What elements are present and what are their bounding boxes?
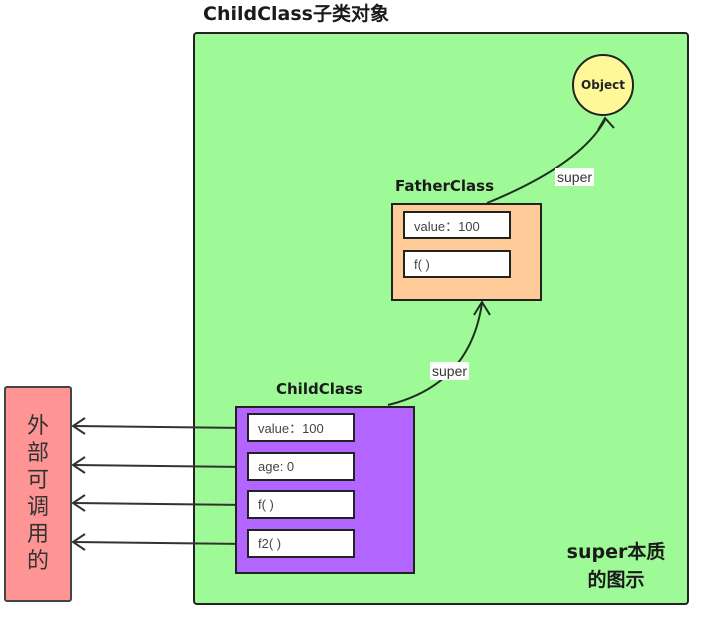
child-method-f2: f2( ) (247, 529, 355, 558)
super-arrow-father-object (486, 119, 606, 204)
super-label-child-father: super (430, 362, 470, 380)
arrowhead-external (71, 456, 86, 474)
external-callable-box: 外 部 可 调 用 的 (4, 386, 72, 602)
external-arrow (73, 541, 248, 545)
external-char: 的 (26, 549, 49, 574)
external-arrow (73, 502, 248, 506)
external-char: 可 (26, 468, 49, 493)
child-field-value: value：100 (247, 413, 355, 442)
external-arrow (73, 464, 248, 468)
object-label: Object (581, 78, 625, 92)
father-class-title: FatherClass (395, 177, 495, 195)
external-arrows (71, 417, 248, 551)
caption-line-1: super本质 (566, 541, 666, 563)
caption-line-2: 的图示 (587, 569, 645, 591)
child-class-title: ChildClass (276, 380, 363, 398)
super-arrow-child-father (387, 302, 483, 406)
external-char: 部 (26, 441, 49, 466)
outer-title: ChildClass子类对象 (203, 3, 389, 25)
external-char: 用 (26, 522, 49, 547)
external-char: 调 (26, 495, 49, 520)
father-method-f: f( ) (403, 250, 511, 278)
child-method-f: f( ) (247, 490, 355, 519)
object-node: Object (572, 54, 634, 116)
diagram-caption: super本质 的图示 (556, 538, 676, 594)
super-label-father-object: super (555, 168, 595, 186)
external-char: 外 (26, 414, 49, 439)
external-arrow (73, 425, 248, 429)
arrowhead-external (71, 417, 86, 435)
arrowhead-father (473, 300, 491, 316)
father-field-value: value：100 (403, 211, 511, 239)
arrowhead-external (71, 494, 86, 512)
arrowhead-external (71, 533, 86, 551)
child-field-age: age: 0 (247, 452, 355, 481)
arrowhead-object (597, 116, 615, 131)
